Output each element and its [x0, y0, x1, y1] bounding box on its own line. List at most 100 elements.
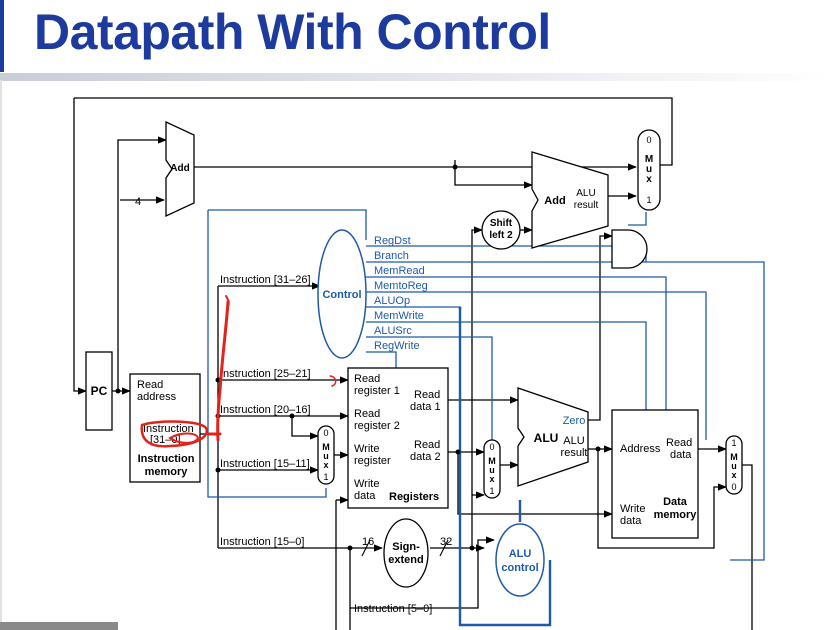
- slide-title: Datapath With Control: [34, 4, 551, 60]
- alusrc-mux-in1: 1: [489, 486, 494, 496]
- memtoreg-mux-in1: 1: [731, 438, 736, 448]
- regdst-mux-x: x: [323, 460, 328, 470]
- reg-wd-b: data: [354, 490, 376, 502]
- reg-rd1-b: data 1: [410, 401, 441, 413]
- pcsrc-mux-m: M: [645, 154, 653, 165]
- dmem-write-1: Write: [620, 503, 645, 515]
- branch-adder-alu: ALU: [576, 188, 595, 199]
- alu-result-1: ALU: [563, 435, 584, 447]
- reg-wr-a: Write: [354, 443, 379, 455]
- alusrc-mux-m: M: [488, 456, 496, 466]
- bus-width-tick-32: [439, 539, 449, 557]
- memtoreg-mux: [725, 435, 743, 495]
- shift-left-2: [481, 210, 521, 250]
- alusrc-mux-in0: 0: [489, 442, 494, 452]
- reg-wr-b: register: [354, 455, 391, 467]
- shift-label-2: left 2: [489, 230, 513, 241]
- bus-width-16: 16: [362, 536, 374, 548]
- pcsrc-mux-x: x: [646, 174, 652, 185]
- data-memory-labels: Address Read data Write data Data memory: [620, 437, 697, 527]
- pcsrc-mux-u: u: [646, 164, 652, 175]
- const-four-label: 4: [135, 196, 141, 208]
- memtoreg-mux-in0: 0: [731, 482, 736, 492]
- reg-name: Registers: [389, 491, 439, 503]
- regdst-mux-in0: 0: [323, 428, 328, 438]
- control-signal-labels: RegDst Branch MemRead MemtoReg ALUOp Mem…: [374, 235, 428, 352]
- alusrc-mux-u: u: [489, 465, 495, 475]
- pcsrc-mux: [637, 129, 661, 211]
- register-file: [347, 367, 449, 509]
- reg-wd-a: Write: [354, 478, 379, 490]
- field-15-0: Instruction [15–0]: [220, 536, 304, 548]
- field-15-11: Instruction [15–11]: [220, 458, 310, 470]
- alu-control: [495, 523, 545, 597]
- memtoreg-mux-x: x: [731, 470, 736, 480]
- alu-label: ALU: [534, 431, 559, 445]
- pc-register: [85, 351, 113, 431]
- branch-adder: [531, 151, 609, 249]
- reg-rd2-a: Read: [414, 439, 440, 451]
- signal-alusrc: ALUSrc: [374, 325, 412, 337]
- alu-control-label-1: ALU: [509, 548, 532, 560]
- imem-read: Read: [137, 379, 163, 391]
- pc-adder: [165, 120, 195, 218]
- main-alu: [517, 387, 589, 487]
- alu-control-label-2: control: [501, 562, 538, 574]
- reg-rd1-a: Read: [414, 389, 440, 401]
- left-edge-rule: [0, 80, 2, 630]
- reg-rd2-b: data 2: [410, 451, 441, 463]
- alu-zero-label: Zero: [563, 415, 586, 427]
- bus-width-tick-16: [361, 539, 371, 557]
- branch-adder-label: Add: [544, 195, 565, 207]
- dmem-write-2: data: [620, 515, 642, 527]
- sign-extend-label-1: Sign-: [392, 541, 420, 553]
- pcsrc-mux-in0: 0: [646, 135, 651, 145]
- dmem-address: Address: [620, 443, 661, 455]
- reg-rr2-a: Read: [354, 408, 380, 420]
- dmem-name-2: memory: [654, 509, 698, 521]
- pc-adder-label: Add: [170, 163, 189, 174]
- register-file-labels: Read register 1 Read register 2 Write re…: [354, 373, 441, 503]
- shift-label-1: Shift: [490, 218, 513, 229]
- signal-memtoreg: MemtoReg: [374, 280, 428, 292]
- title-accent-bar: [0, 0, 4, 72]
- field-5-0: Instruction [5–0]: [354, 603, 432, 615]
- signal-branch: Branch: [374, 250, 409, 262]
- reg-rr1-a: Read: [354, 373, 380, 385]
- control-unit: [317, 229, 367, 359]
- aluop-bus: [458, 307, 552, 627]
- reg-rr1-b: register 1: [354, 385, 400, 397]
- field-31-26: Instruction [31–26]: [220, 274, 311, 286]
- dmem-read-1: Read: [666, 437, 692, 449]
- regdst-mux-m: M: [322, 442, 330, 452]
- regdst-mux: [317, 425, 335, 485]
- field-25-21: Instruction [25–21]: [220, 368, 311, 380]
- pcsrc-mux-in1: 1: [646, 195, 651, 205]
- imem-instruction: Instruction: [143, 423, 194, 435]
- sign-extend: [383, 518, 429, 588]
- footer-bar: [0, 622, 118, 630]
- reg-rr2-b: register 2: [354, 420, 400, 432]
- sign-extend-label-2: extend: [388, 554, 423, 566]
- regdst-mux-u: u: [323, 451, 329, 461]
- memtoreg-mux-m: M: [730, 452, 738, 462]
- dmem-name-1: Data: [663, 496, 688, 508]
- red-pen-annotation: [140, 295, 337, 448]
- imem-name-1: Instruction: [138, 453, 195, 465]
- pc-label: PC: [91, 384, 108, 398]
- data-memory: [611, 409, 699, 539]
- imem-name-2: memory: [145, 466, 189, 478]
- signal-memwrite: MemWrite: [374, 310, 424, 322]
- branch-adder-result: result: [574, 200, 599, 211]
- imem-address: address: [137, 391, 177, 403]
- signal-aluop: ALUOp: [374, 295, 410, 307]
- title-rule: [0, 73, 834, 81]
- alusrc-mux: [483, 439, 501, 499]
- bus-width-32: 32: [440, 536, 452, 548]
- instruction-field-labels: Instruction [31–26] Instruction [25–21] …: [220, 274, 432, 615]
- signal-regdst: RegDst: [374, 235, 411, 247]
- signal-regwrite: RegWrite: [374, 340, 420, 352]
- dmem-read-2: data: [670, 449, 692, 461]
- signal-memread: MemRead: [374, 265, 425, 277]
